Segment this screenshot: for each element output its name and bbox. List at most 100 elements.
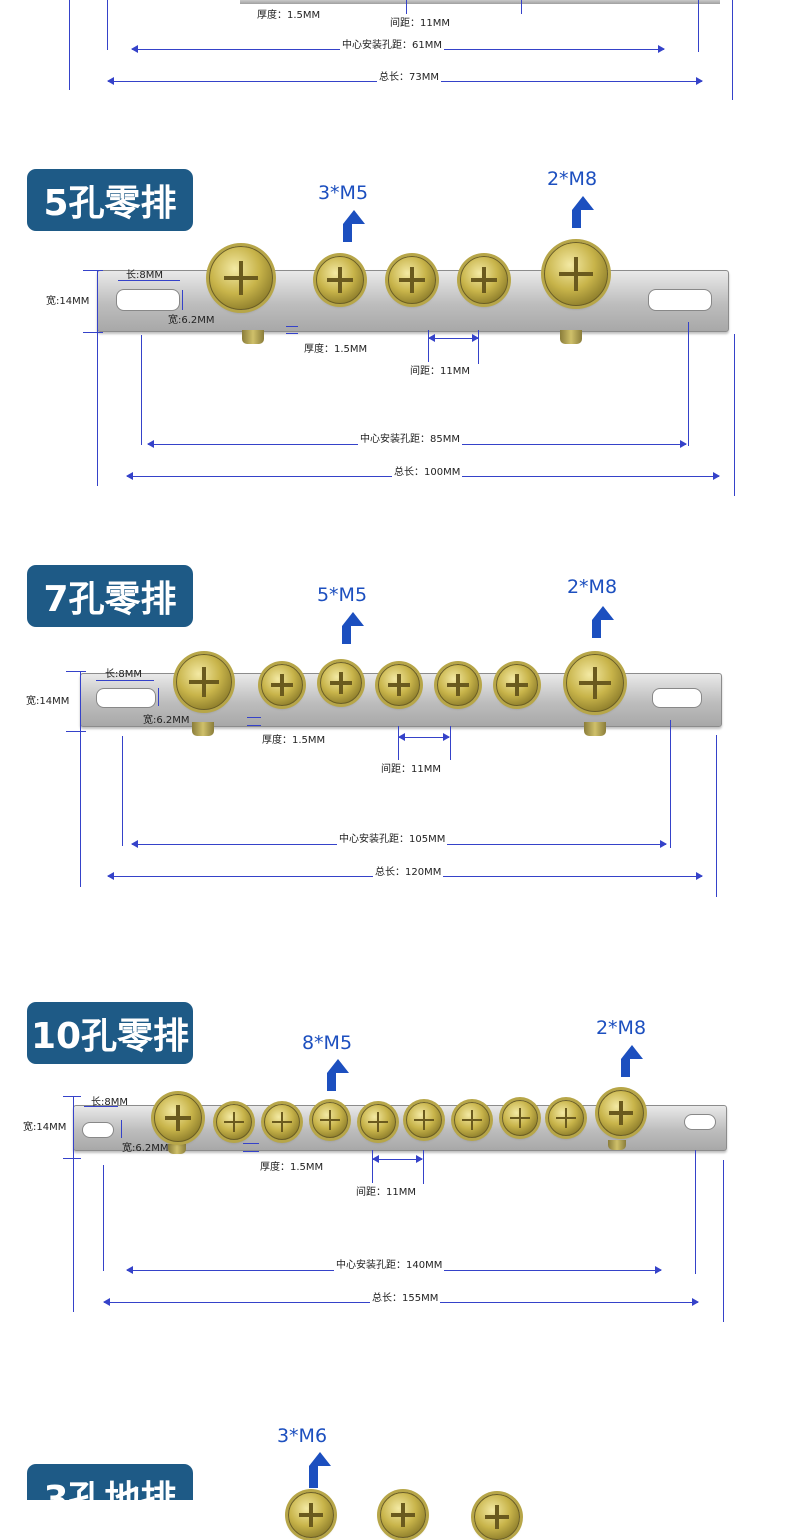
screw-icon xyxy=(474,1494,520,1540)
dim-extension-line xyxy=(716,735,717,897)
screw-icon xyxy=(288,1492,334,1538)
width-dim-tick xyxy=(63,1158,81,1159)
dim-extension-line xyxy=(406,0,407,14)
thickness-tick xyxy=(243,1143,259,1144)
screw-stud xyxy=(168,1144,186,1154)
length-dim-line xyxy=(96,680,154,681)
small-screw-label: 8*M5 xyxy=(301,1032,353,1054)
width-label: 宽:14MM xyxy=(21,1118,69,1133)
length-dim-line xyxy=(84,1106,118,1107)
dim-extension-line xyxy=(73,1158,74,1312)
large-screw-label: 2*M8 xyxy=(546,168,598,190)
spacing-dimension xyxy=(372,1155,423,1163)
length-label: 长:8MM xyxy=(91,1097,128,1108)
slot-width-label: 宽:6.2MM xyxy=(168,315,215,326)
mounting-slot xyxy=(82,1122,114,1138)
dim-extension-line xyxy=(670,720,671,848)
large-screw-label: 2*M8 xyxy=(595,1017,647,1039)
dim-extension-line xyxy=(423,1150,424,1184)
small-screw-icon xyxy=(460,256,508,304)
width-dim-line xyxy=(80,671,81,731)
small-screw-icon xyxy=(378,664,420,706)
thickness-label: 厚度：1.5MM xyxy=(255,6,323,21)
spacing-dimension xyxy=(398,733,450,741)
dim-extension-line xyxy=(723,1160,724,1322)
mounting-slot xyxy=(96,688,156,708)
length-dim-line xyxy=(118,280,180,281)
dim-extension-line xyxy=(732,0,733,100)
length-label: 长:8MM xyxy=(126,270,163,281)
small-screw-icon xyxy=(388,256,436,304)
small-screw-icon xyxy=(216,1104,252,1140)
width-label: 宽:14MM xyxy=(44,292,92,307)
small-screw-icon xyxy=(437,664,479,706)
width-dim-tick xyxy=(83,270,103,271)
small-screw-icon xyxy=(548,1100,584,1136)
thickness-label: 厚度：1.5MM xyxy=(260,731,328,746)
mounting-slot xyxy=(684,1114,716,1130)
dim-extension-line xyxy=(80,731,81,887)
large-screw-icon xyxy=(566,654,624,712)
screw-stud xyxy=(584,722,606,736)
screw-label: 3*M6 xyxy=(276,1425,328,1447)
small-screw-icon xyxy=(496,664,538,706)
section-title-badge: 5孔零排 xyxy=(27,169,193,231)
center-distance-label: 中心安装孔距：85MM xyxy=(358,430,462,445)
slot-width-label: 宽:6.2MM xyxy=(122,1143,169,1154)
center-distance-label: 中心安装孔距：61MM xyxy=(340,36,444,51)
spacing-label: 间距：11MM xyxy=(354,1183,418,1198)
screw-stud xyxy=(242,330,264,344)
small-screw-icon xyxy=(360,1104,396,1140)
width-dim-tick xyxy=(66,731,86,732)
small-screw-icon xyxy=(320,662,362,704)
mounting-slot xyxy=(648,289,712,311)
dim-extension-line xyxy=(478,330,479,364)
large-screw-icon xyxy=(544,242,608,306)
dim-extension-line xyxy=(107,0,108,50)
dim-extension-line xyxy=(122,736,123,846)
total-length-label: 总长：73MM xyxy=(377,68,441,83)
width-dim-tick xyxy=(66,671,86,672)
small-screw-label: 3*M5 xyxy=(317,182,369,204)
thickness-label: 厚度：1.5MM xyxy=(302,340,370,355)
small-screw-icon xyxy=(264,1104,300,1140)
section-title-badge: 7孔零排 xyxy=(27,565,193,627)
thickness-label: 厚度：1.5MM xyxy=(258,1158,326,1173)
slot-width-dim-line xyxy=(182,290,183,310)
dim-extension-line xyxy=(97,332,98,486)
section-title-badge: 3孔地排 xyxy=(27,1464,193,1500)
dim-extension-line xyxy=(398,726,399,760)
total-length-label: 总长：120MM xyxy=(373,863,444,878)
screw-stud xyxy=(608,1140,626,1150)
small-screw-icon xyxy=(261,664,303,706)
spacing-label: 间距：11MM xyxy=(408,362,472,377)
small-screw-icon xyxy=(316,256,364,304)
screw-stud xyxy=(560,330,582,344)
large-screw-icon xyxy=(209,246,273,310)
bus-bar-top xyxy=(240,0,720,4)
center-distance-label: 中心安装孔距：140MM xyxy=(334,1256,445,1271)
slot-width-label: 宽:6.2MM xyxy=(143,715,190,726)
small-screw-icon xyxy=(502,1100,538,1136)
dim-extension-line xyxy=(428,330,429,364)
length-label: 长:8MM xyxy=(105,669,142,680)
spacing-label: 间距：11MM xyxy=(388,14,452,29)
screw-icon xyxy=(380,1492,426,1538)
small-screw-label: 5*M5 xyxy=(316,584,368,606)
large-screw-icon xyxy=(154,1094,202,1142)
small-screw-icon xyxy=(312,1102,348,1138)
width-dim-line xyxy=(73,1096,74,1158)
thickness-tick xyxy=(286,333,298,334)
dim-extension-line xyxy=(521,0,522,14)
spacing-label: 间距：11MM xyxy=(379,760,443,775)
dim-extension-line xyxy=(450,726,451,760)
screw-stud xyxy=(192,722,214,736)
dim-extension-line xyxy=(734,334,735,496)
total-length-label: 总长：155MM xyxy=(370,1289,441,1304)
width-dim-tick xyxy=(83,332,103,333)
large-screw-label: 2*M8 xyxy=(566,576,618,598)
slot-width-dim-line xyxy=(121,1120,122,1138)
width-label: 宽:14MM xyxy=(24,692,72,707)
dim-extension-line xyxy=(695,1150,696,1274)
dim-extension-line xyxy=(372,1150,373,1184)
